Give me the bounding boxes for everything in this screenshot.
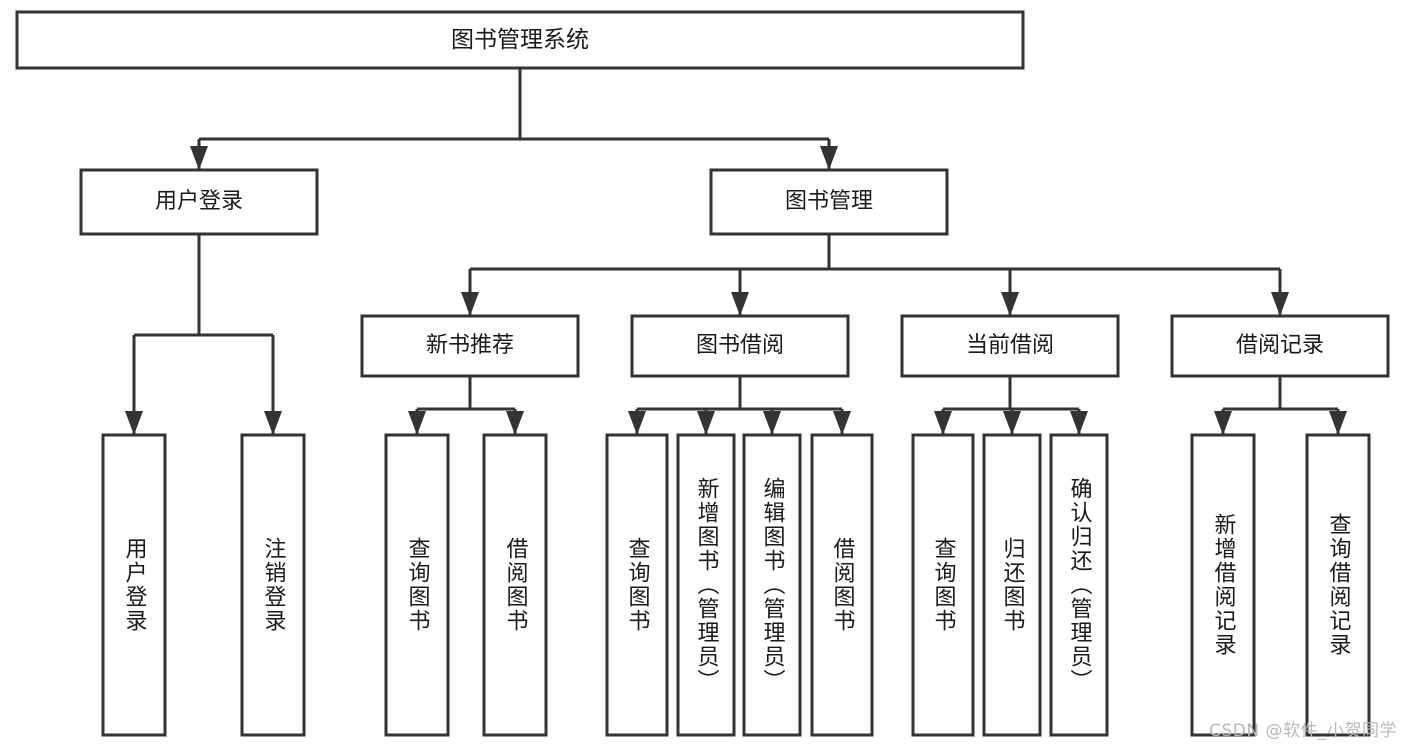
node-box-leaf-add-book-admin[interactable]	[676, 433, 736, 737]
node-box-current-borrow[interactable]	[900, 314, 1120, 378]
arrow-head-icon-borrow-record	[1271, 292, 1289, 316]
node-box-leaf-user-login[interactable]	[101, 433, 167, 737]
arrow-head-icon-leaf-edit-book-admin	[763, 411, 781, 435]
node-box-borrow-record[interactable]	[1170, 314, 1390, 378]
node-box-leaf-return-book[interactable]	[982, 433, 1042, 737]
boxes-layer	[15, 10, 1390, 737]
arrow-head-icon-leaf-add-borrow-record	[1214, 411, 1232, 435]
arrow-head-icon-new-book-recommend	[461, 292, 479, 316]
arrow-head-icon-leaf-confirm-return-admin	[1070, 411, 1088, 435]
arrow-head-icon-user-login	[190, 146, 208, 170]
arrow-head-icon-leaf-user-login	[125, 411, 143, 435]
node-box-leaf-borrow-book[interactable]	[810, 433, 874, 737]
node-box-leaf-query-book-borrow[interactable]	[605, 433, 669, 737]
node-box-leaf-add-borrow-record[interactable]	[1190, 433, 1256, 737]
arrow-head-icon-leaf-add-book-admin	[697, 411, 715, 435]
arrow-head-icon-leaf-borrow-book	[833, 411, 851, 435]
node-box-book-borrow[interactable]	[630, 314, 850, 378]
node-box-leaf-query-book-recommend[interactable]	[384, 433, 450, 737]
arrow-head-icon-book-management	[820, 146, 838, 170]
node-box-user-login[interactable]	[79, 168, 319, 236]
node-box-leaf-borrow-book-recommend[interactable]	[482, 433, 548, 737]
arrow-head-icon-leaf-query-book-borrow	[628, 411, 646, 435]
arrow-head-icon-leaf-query-book-recommend	[408, 411, 426, 435]
node-box-root[interactable]	[15, 10, 1025, 70]
arrow-head-icon-leaf-borrow-book-recommend	[506, 411, 524, 435]
arrow-head-icon-leaf-query-borrow-record	[1329, 411, 1347, 435]
node-box-leaf-confirm-return-admin[interactable]	[1049, 433, 1109, 737]
node-box-new-book-recommend[interactable]	[360, 314, 580, 378]
watermark-text: CSDN @软件_小贺同学	[1209, 721, 1397, 741]
arrow-head-icon-current-borrow	[1001, 292, 1019, 316]
connectors-layer	[125, 68, 1347, 435]
node-box-leaf-edit-book-admin[interactable]	[742, 433, 802, 737]
arrow-head-icon-leaf-query-book-current	[934, 411, 952, 435]
node-box-leaf-query-borrow-record[interactable]	[1305, 433, 1371, 737]
node-box-leaf-query-book-current[interactable]	[911, 433, 975, 737]
arrow-head-icon-leaf-logout-login	[264, 411, 282, 435]
node-box-book-management[interactable]	[709, 168, 949, 236]
node-box-leaf-logout-login[interactable]	[240, 433, 306, 737]
arrow-head-icon-leaf-return-book	[1003, 411, 1021, 435]
arrow-head-icon-book-borrow	[731, 292, 749, 316]
